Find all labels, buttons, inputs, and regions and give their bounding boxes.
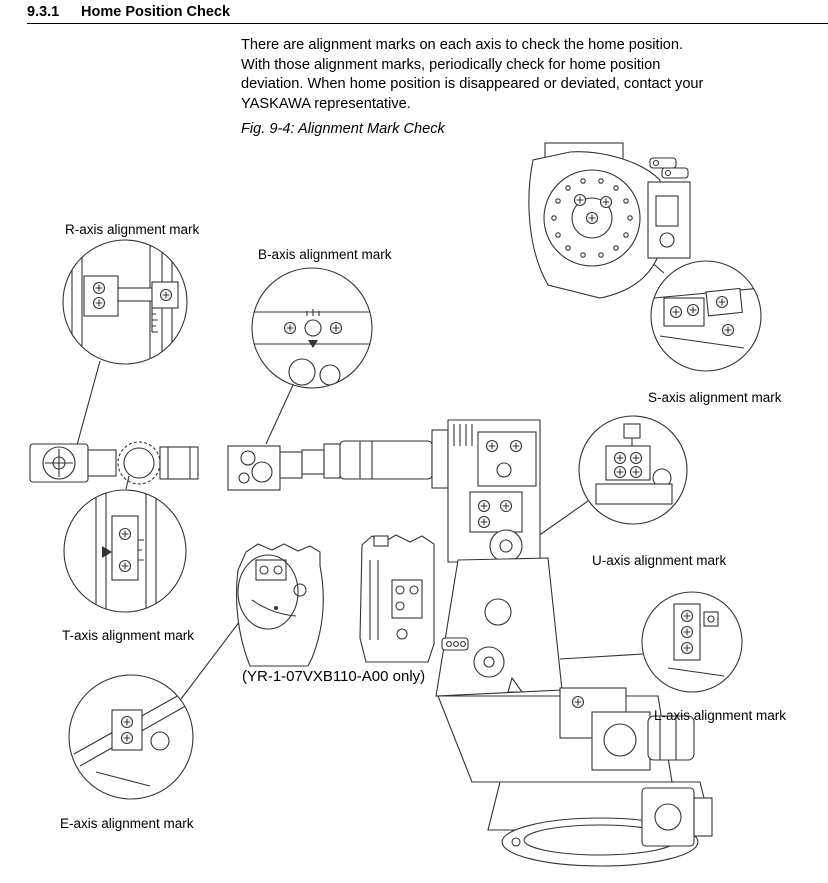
label-u-axis: U-axis alignment mark: [592, 553, 727, 568]
body-paragraph: There are alignment marks on each axis t…: [241, 36, 703, 114]
body-line: deviation. When home position is disappe…: [241, 76, 704, 92]
label-t-axis: T-axis alignment mark: [62, 628, 195, 643]
s-axis-callout: [650, 260, 762, 372]
label-model-note: (YR-1-07VXB110-A00 only): [242, 668, 426, 685]
base: [437, 687, 713, 867]
b-axis-assembly: [227, 445, 303, 491]
section-title: Home Position Check: [81, 4, 231, 20]
heading-divider: [27, 23, 828, 24]
l-axis-callout: [641, 591, 743, 693]
label-e-axis: E-axis alignment mark: [60, 816, 194, 831]
label-r-axis: R-axis alignment mark: [65, 222, 200, 237]
label-s-axis: S-axis alignment mark: [648, 390, 782, 405]
leader-lines: [73, 253, 665, 700]
body-line: With those alignment marks, periodically…: [241, 56, 661, 73]
b-axis-callout: [251, 267, 373, 389]
figure-caption: Fig. 9-4: Alignment Mark Check: [241, 121, 445, 137]
variant-view-1: [236, 543, 324, 667]
s-head-top-view: [528, 142, 691, 299]
label-l-axis: L-axis alignment mark: [654, 708, 787, 723]
r-axis-callout: [62, 239, 188, 365]
t-axis-callout: [63, 489, 187, 613]
u-axis-callout: [578, 415, 688, 525]
section-number: 9.3.1: [27, 4, 60, 20]
forearm: [301, 429, 449, 489]
body-line: There are alignment marks on each axis t…: [241, 37, 684, 53]
lower-arm: [435, 557, 563, 697]
e-axis-callout: [68, 674, 194, 800]
label-b-axis: B-axis alignment mark: [258, 247, 392, 262]
wrist-assembly: [29, 441, 199, 485]
upper-arm: [447, 419, 541, 563]
body-line: YASKAWA representative.: [241, 95, 411, 112]
variant-view-2: [359, 534, 435, 663]
